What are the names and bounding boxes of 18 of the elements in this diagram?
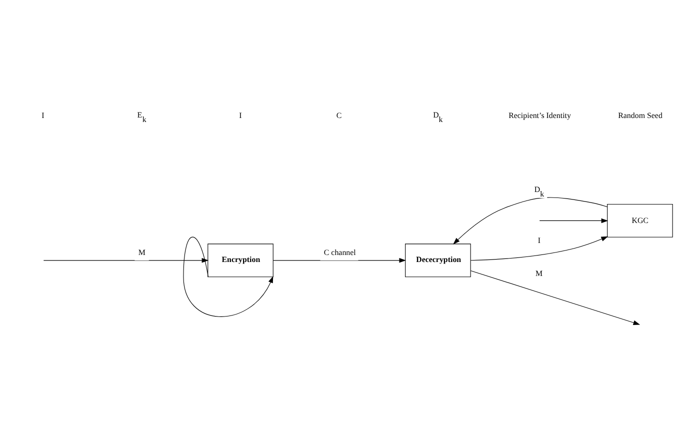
edge-label: C channel [324,248,356,257]
arrow [43,258,209,262]
label: Random Seed [618,110,662,120]
arrow [470,270,640,324]
label: Recipient’s Identity [508,110,571,120]
arrow [470,236,608,260]
node-box: Encryption [208,243,274,277]
edge-label: M [536,268,543,278]
node-box: KGC [607,203,673,237]
arrow [453,196,608,244]
edge-label: M [138,248,146,257]
node-box: Dececryption [405,243,471,277]
arrow [183,236,274,316]
label: C [336,110,342,120]
label: I [42,110,44,120]
edge-label: I [538,236,540,245]
arrow [539,218,608,223]
label: I [239,110,242,120]
